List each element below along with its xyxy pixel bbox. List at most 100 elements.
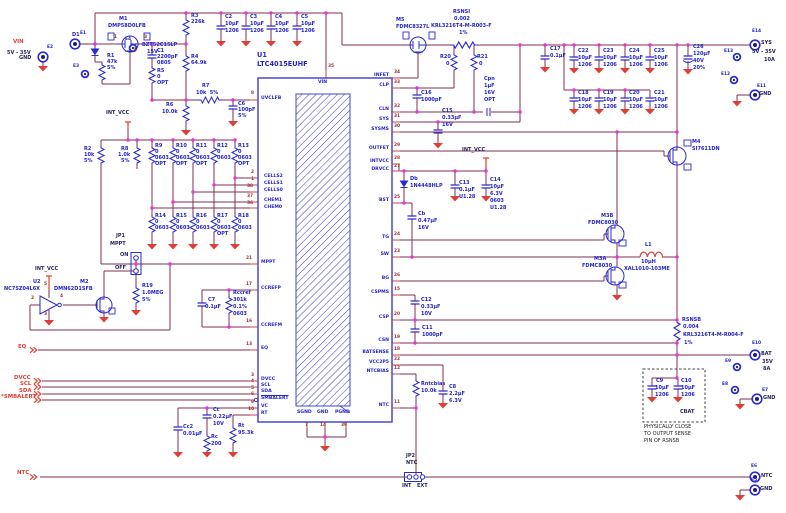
e7-gnd-label: GND: [763, 395, 776, 401]
e3-ref: E3: [73, 64, 80, 69]
c8-value: 2.2µF: [449, 391, 465, 397]
c12-ref: C12: [421, 297, 432, 303]
r18-value: 0: [238, 219, 242, 225]
m5-ref: M5: [396, 17, 405, 23]
sda-signal: SDA: [19, 388, 32, 394]
r13-opt: OPT: [238, 161, 250, 167]
r8-ref: R8: [121, 146, 129, 152]
u1-pin-outfet: OUTFET: [368, 146, 389, 151]
c25-ref: C25: [654, 48, 665, 54]
e4-ref: E4: [125, 37, 132, 42]
rntcbias-ref: Rntcbias: [421, 381, 446, 387]
net-vin-top: [80, 12, 750, 78]
bat-current: 8A: [763, 366, 771, 372]
e5-ref: E5: [751, 478, 758, 483]
u1-pin27-num: 27: [394, 164, 401, 169]
r14-value: 0: [155, 219, 159, 225]
sys-range: 5V - 35V: [752, 49, 776, 55]
e11-ref: E11: [757, 84, 767, 89]
e1-ref: E1: [80, 31, 87, 36]
r9-ref: R9: [155, 143, 163, 149]
r16-ref: R16: [196, 213, 207, 219]
u1-pin-tg: TG: [382, 235, 389, 240]
d1-part: BZT52C15LP: [142, 42, 178, 48]
net-clp-cln: [392, 45, 520, 113]
r14-pkg: 0603: [155, 225, 169, 231]
intvcc-label-2: INT_VCC: [462, 147, 486, 153]
mosfet-m2: [95, 296, 116, 315]
c14-value: 10µF: [490, 184, 505, 190]
u1-pin-rt: RT: [261, 411, 268, 416]
vin-terminal-label: VIN: [13, 39, 24, 45]
r13-ref: R13: [238, 143, 249, 149]
c18-ref: C18: [578, 90, 589, 96]
r2-ref: R2: [84, 146, 92, 152]
c4-ref: C4: [275, 14, 283, 20]
mosfet-m4: [667, 139, 692, 171]
m5-part: FDMC8327L: [396, 24, 430, 30]
c18-pkg: 1206: [578, 104, 592, 110]
c13-ref: C13: [459, 180, 470, 186]
r8-tol: 5%: [121, 158, 130, 164]
u1-hatch-region: [295, 93, 351, 407]
r10-pkg: 0603: [176, 155, 190, 161]
e7-ref: E7: [762, 388, 769, 393]
u1-pin-drvcc: DRVCC: [371, 167, 389, 172]
r4-ref: R4: [191, 54, 199, 60]
u2-part: NC7SZ04L6X: [4, 286, 41, 292]
u1-pin19-num: 19: [394, 335, 401, 340]
scl-signal: SCL: [20, 381, 32, 387]
u1-pin-ccrefm: CCREFM: [261, 323, 283, 328]
u1-pin3-num: 3: [251, 373, 255, 378]
rsnsi-value: 0.002: [454, 16, 470, 22]
u1-pin-clp: CLP: [379, 83, 389, 88]
c18-value: 10µF: [578, 97, 593, 103]
jp2-ref: JP2: [406, 453, 416, 459]
r11-pkg: 0603: [196, 155, 210, 161]
c9-ref: C9: [656, 378, 664, 384]
u2-pin3: 3: [44, 312, 48, 317]
cpn-value: 1µF: [484, 83, 495, 89]
d1-ref: D1: [72, 32, 80, 38]
u1-pin-scl: SCL: [261, 383, 271, 388]
c5-value: 10µF: [301, 21, 316, 27]
c4-pkg: 1206: [275, 28, 289, 34]
rt-value: 95.3k: [238, 430, 254, 436]
r21-value: 0: [479, 61, 483, 67]
u1-pin-cln: CLN: [378, 107, 389, 112]
net-input-caps: [220, 13, 298, 41]
c26-voltage: 40V: [693, 58, 704, 64]
u1-pin-pgnd: PGND: [335, 410, 350, 415]
net-intvcc-rail: [100, 130, 236, 264]
r6-ref: R6: [166, 102, 174, 108]
rsnsb-ref: RSNSB: [682, 317, 702, 323]
u1-pin13-num: 13: [246, 342, 253, 347]
inductor-l1: [639, 251, 664, 258]
mosfet-m5: [402, 31, 436, 54]
cc2-value: 0.01µF: [183, 431, 203, 437]
cpn-voltage: 16V: [484, 90, 495, 96]
r21-ref: R21: [477, 54, 488, 60]
r20-ref: R20: [440, 54, 451, 60]
e2-ref: E2: [47, 45, 54, 50]
u1-pin-batsense: BATSENSE: [362, 350, 389, 355]
rccref-ref: Rccref: [233, 290, 251, 296]
c19-value: 10µF: [603, 97, 618, 103]
c26-value: 120µF: [693, 51, 711, 57]
l1-part: XAL1010-103ME: [624, 266, 670, 272]
c10-ref: C10: [681, 378, 692, 384]
c11-value: 1000pF: [422, 332, 443, 338]
u2-pin4: 4: [60, 294, 64, 299]
r6-value: 10.0k: [162, 109, 178, 115]
c10-value: 10µF: [681, 385, 696, 391]
cc-value: 0.22µF: [213, 414, 233, 420]
r11-value: 0: [196, 149, 200, 155]
u1-pin15-num: 15: [394, 287, 401, 292]
m3a-part: FDMC8030: [582, 263, 613, 269]
r20-value: 0: [446, 61, 450, 67]
u1-pin-sysms: SYSMS: [371, 127, 389, 132]
u1-pin31-num: 31: [394, 114, 401, 119]
rsnsb-part: KRL3216T4-M-R004-F: [683, 332, 744, 338]
net-vcc2p5-ntc: [392, 364, 444, 474]
